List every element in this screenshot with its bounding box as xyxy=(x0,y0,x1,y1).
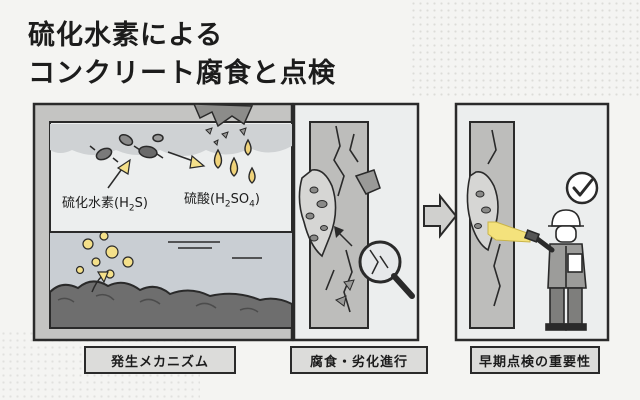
degradation-panel xyxy=(292,102,420,342)
magnifying-glass-icon xyxy=(358,240,415,299)
inspection-panel xyxy=(454,102,610,342)
caption-inspection: 早期点検の重要性 xyxy=(470,346,600,374)
mechanism-panel xyxy=(32,102,294,342)
exposed-aggregate xyxy=(298,169,337,258)
gas-bubbles xyxy=(75,231,134,279)
check-circle-icon xyxy=(565,171,599,205)
cracks xyxy=(325,125,359,313)
right-block-arrow-icon xyxy=(423,193,458,239)
label-hydrogen-sulfide: 硫化水素(H2S) xyxy=(62,196,148,214)
dot-pattern-top xyxy=(410,0,640,100)
sludge-layer xyxy=(49,280,293,329)
label-sulfuric-acid: 硫酸(H2SO4) xyxy=(184,192,260,210)
bacteria-icon xyxy=(89,133,164,163)
acid-droplets xyxy=(213,138,256,184)
gas-cloud xyxy=(50,124,292,156)
title-line-2: コンクリート腐食と点検 xyxy=(28,58,336,89)
title-line-1: 硫化水素による xyxy=(28,20,224,51)
caption-mechanism: 発生メカニズム xyxy=(84,346,236,374)
caption-degradation: 腐食・劣化進行 xyxy=(290,346,428,374)
inspector-with-flashlight-icon xyxy=(523,209,587,331)
